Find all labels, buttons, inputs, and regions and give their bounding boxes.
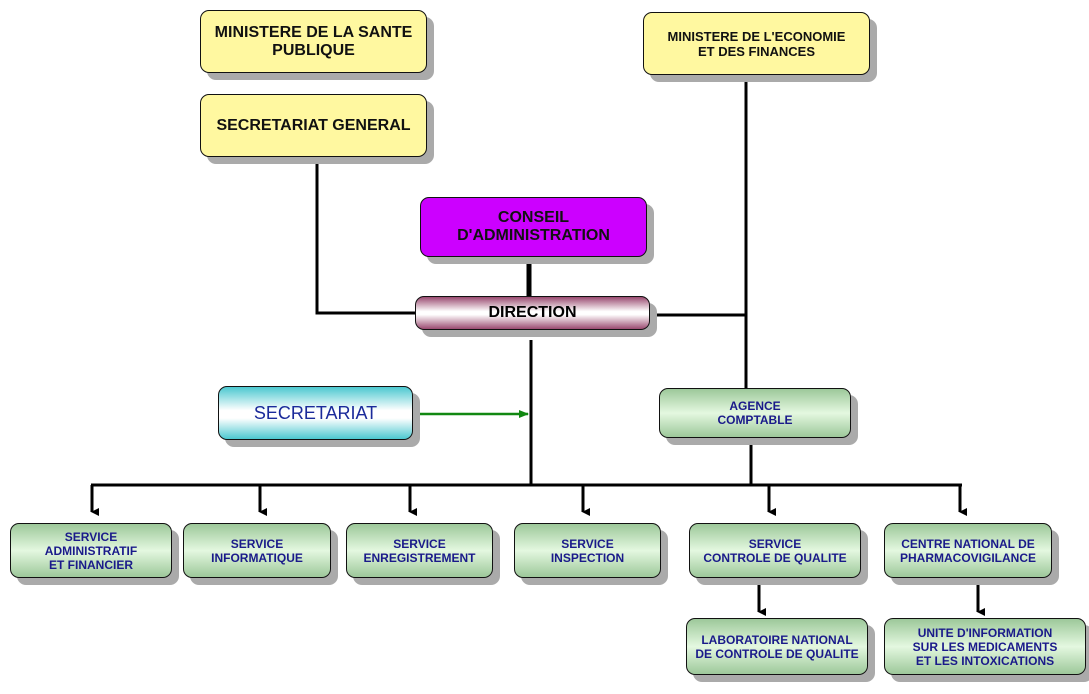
box-agence-comptable: AGENCE COMPTABLE: [659, 388, 851, 438]
box-secretariat: SECRETARIAT: [218, 386, 413, 440]
box-service-administratif: SERVICE ADMINISTRATIF ET FINANCIER: [10, 523, 172, 578]
box-ministere-economie: MINISTERE DE L'ECONOMIE ET DES FINANCES: [643, 12, 870, 75]
line-secgen-direction: [315, 157, 415, 315]
box-service-inspection: SERVICE INSPECTION: [514, 523, 661, 578]
box-conseil-administration: CONSEIL D'ADMINISTRATION: [420, 197, 647, 257]
box-service-informatique: SERVICE INFORMATIQUE: [183, 523, 331, 578]
box-secretariat-general: SECRETARIAT GENERAL: [200, 94, 427, 157]
box-service-enregistrement: SERVICE ENREGISTREMENT: [346, 523, 493, 578]
box-service-controle-qualite: SERVICE CONTROLE DE QUALITE: [689, 523, 861, 578]
box-centre-pharmacovigilance: CENTRE NATIONAL DE PHARMACOVIGILANCE: [884, 523, 1052, 578]
box-direction: DIRECTION: [415, 296, 650, 330]
box-unite-information: UNITE D'INFORMATION SUR LES MEDICAMENTS …: [884, 618, 1086, 675]
box-ministere-sante: MINISTERE DE LA SANTE PUBLIQUE: [200, 10, 427, 73]
box-laboratoire-national: LABORATOIRE NATIONAL DE CONTROLE DE QUAL…: [686, 618, 868, 675]
